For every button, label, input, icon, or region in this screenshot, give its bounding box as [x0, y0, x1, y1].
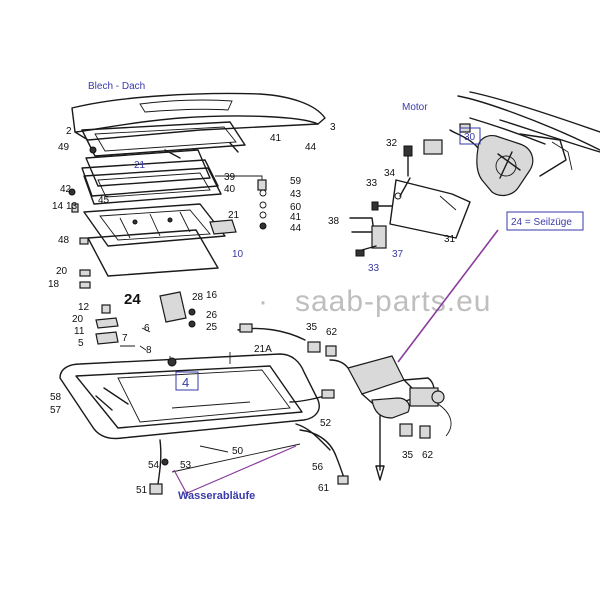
callout-56: 56	[312, 462, 324, 473]
callout-59: 59	[290, 176, 302, 187]
callout-14: 14	[52, 201, 64, 212]
bolt-stack-right	[215, 175, 267, 230]
hinge-bracket	[209, 219, 237, 235]
inner-frame-stack	[81, 159, 222, 205]
callout-62-upper: 62	[326, 327, 338, 338]
callout-28: 28	[192, 292, 204, 303]
drain-hose-right	[299, 429, 349, 485]
callout-44-top: 44	[305, 142, 317, 153]
hinge-assembly	[95, 291, 196, 351]
callout-6: 6	[144, 323, 150, 334]
watermark-dot-prefix: ·	[258, 285, 269, 318]
callout-20-upper: 20	[56, 266, 68, 277]
part-number-33-blue: 33	[368, 263, 380, 274]
callout-42: 42	[60, 184, 72, 195]
cables-legend-box	[506, 211, 584, 231]
small-parts-left	[68, 146, 97, 289]
callout-38: 38	[328, 216, 340, 227]
drive-unit	[307, 341, 452, 481]
cable-tubes	[237, 323, 335, 451]
callout-49: 49	[58, 142, 70, 153]
callout-32: 32	[386, 138, 398, 149]
callout-41-right: 41	[290, 212, 302, 223]
roof-label: Blech - Dach	[88, 81, 145, 92]
callout-7: 7	[122, 333, 128, 344]
watermark-text: saab-parts.eu	[295, 285, 491, 318]
callout-40: 40	[224, 184, 236, 195]
callout-61: 61	[318, 483, 330, 494]
part-number-10-blue: 10	[232, 249, 244, 260]
mechanism-plate	[83, 203, 226, 247]
callout-44-right: 44	[290, 223, 302, 234]
callout-43: 43	[290, 189, 302, 200]
sunshade-panel	[87, 229, 219, 277]
callout-5: 5	[78, 338, 84, 349]
roof-panel	[71, 92, 326, 141]
cables-label: 24 = Seilzüge	[511, 217, 572, 228]
seal-frame	[81, 121, 246, 159]
callout-53: 53	[180, 460, 192, 471]
callout-62-lower: 62	[422, 450, 434, 461]
callout-18: 18	[48, 279, 60, 290]
part-number-24: 24	[124, 291, 141, 308]
callout-48: 48	[58, 235, 70, 246]
callout-26: 26	[206, 310, 218, 321]
part-number-30: 30	[464, 132, 476, 143]
glass-panel	[85, 149, 211, 187]
frame-number-box	[175, 371, 199, 391]
callout-20-lower: 20	[72, 314, 84, 325]
callout-8: 8	[146, 345, 152, 356]
callout-33-upper: 33	[366, 178, 378, 189]
drains-label: Wasserabläufe	[178, 490, 255, 502]
callout-41-top: 41	[270, 133, 282, 144]
callout-3: 3	[330, 122, 336, 133]
callout-57: 57	[50, 405, 62, 416]
callout-54: 54	[148, 460, 160, 471]
callout-31: 31	[444, 234, 456, 245]
motor-assembly	[423, 91, 600, 197]
callout-2: 2	[66, 126, 72, 137]
callout-25: 25	[206, 322, 218, 333]
callout-51: 51	[136, 485, 148, 496]
callout-35-lower: 35	[402, 450, 414, 461]
callout-12: 12	[78, 302, 90, 313]
callout-13: 13	[66, 201, 78, 212]
annotation-lines	[173, 229, 499, 497]
part-number-37-blue: 37	[392, 249, 404, 260]
callout-60: 60	[290, 202, 302, 213]
drain-hose-left	[149, 439, 301, 495]
callout-11: 11	[74, 326, 85, 337]
motor-label: Motor	[402, 102, 428, 113]
callout-35-upper: 35	[306, 322, 318, 333]
callout-21-bracket: 21	[228, 210, 240, 221]
part-number-21-blue: 21	[134, 160, 146, 171]
callout-16: 16	[206, 290, 218, 301]
main-frame	[59, 352, 320, 440]
callout-58: 58	[50, 392, 62, 403]
callout-39: 39	[224, 172, 236, 183]
callout-34: 34	[384, 168, 396, 179]
motor-bracket	[349, 145, 471, 257]
callout-45: 45	[98, 195, 110, 206]
callout-21A: 21A	[254, 344, 272, 355]
callout-50: 50	[232, 446, 244, 457]
motor-number-box	[459, 127, 481, 145]
callout-52: 52	[320, 418, 332, 429]
part-number-4: 4	[182, 375, 189, 390]
